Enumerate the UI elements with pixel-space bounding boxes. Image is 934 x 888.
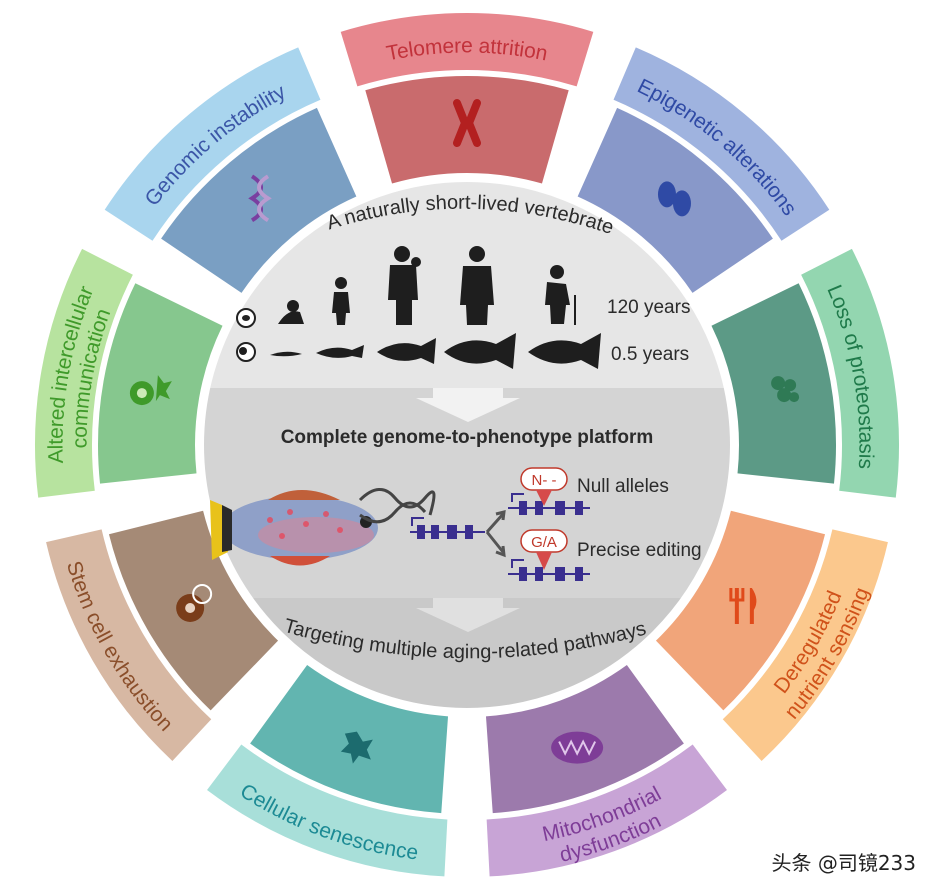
down-arrow-icon (416, 388, 520, 422)
cell-communication-icon (129, 375, 172, 406)
segment-telomere-attrition (340, 13, 594, 87)
fish-lifespan-label: 0.5 years (611, 344, 689, 365)
null-alleles-label: Null alleles (577, 476, 669, 497)
adult-with-child-icon (388, 246, 421, 325)
child-icon (332, 277, 350, 325)
outer-ring (34, 13, 899, 877)
fish-egg-icon (236, 342, 256, 362)
fish-larva-icon (270, 351, 302, 357)
human-lifespan-label: 120 years (607, 297, 690, 318)
svg-text:N- -: N- - (532, 472, 557, 489)
null-allele-badge: N- - (520, 467, 568, 506)
gene-constructs (410, 493, 590, 581)
chromosome-icon (453, 99, 481, 147)
stem-cell-icon (176, 584, 213, 622)
platform-title: Complete genome-to-phenotype platform (281, 427, 654, 448)
segment-mitochondrial-dysfunction (486, 744, 727, 877)
older-adult-icon (460, 246, 494, 325)
svg-text:G/A: G/A (531, 534, 557, 551)
fish-adult-icon (444, 333, 516, 369)
human-embryo-icon (236, 308, 256, 328)
inner-segment-genomic-instability (161, 107, 357, 293)
down-arrow-icon (416, 598, 520, 632)
segment-stem-cell-exhaustion (46, 529, 212, 761)
fish-lifespan-silhouettes (236, 333, 601, 369)
fish-young-adult-icon (377, 338, 436, 364)
dna-helix-icon (248, 174, 272, 223)
segment-epigenetic-alterations (613, 47, 830, 241)
fish-juvenile-icon (316, 345, 364, 358)
fork-knife-icon (729, 588, 757, 624)
baby-icon (278, 300, 304, 324)
mitochondrion-icon (551, 731, 604, 764)
hallmark-icons (129, 99, 800, 764)
precise-edit-badge: G/A (520, 529, 568, 570)
inner-ring (98, 76, 836, 814)
segment-loss-of-proteostasis (801, 248, 899, 498)
inner-segment-deregulated-nutrient-sensing (655, 510, 826, 711)
fish-old-adult-icon (528, 333, 601, 369)
segment-genomic-instability (104, 47, 321, 241)
precise-editing-label: Precise editing (577, 540, 702, 561)
inner-segment-telomere-attrition (365, 76, 569, 184)
elderly-with-cane-icon (545, 265, 576, 325)
segment-altered-intercellular-communication (34, 248, 133, 498)
watermark: 头条 @司镜233 (771, 851, 916, 875)
killifish-icon (210, 490, 378, 566)
senescent-cell-icon (340, 731, 373, 764)
nucleosome-icon (657, 181, 691, 217)
dna-ribbon-icon (358, 488, 436, 524)
branch-arrows-icon (485, 510, 506, 558)
segment-deregulated-nutrient-sensing (722, 529, 888, 761)
human-lifespan-silhouettes (236, 246, 576, 328)
segment-cellular-senescence (207, 744, 448, 877)
protein-icon (771, 376, 800, 403)
